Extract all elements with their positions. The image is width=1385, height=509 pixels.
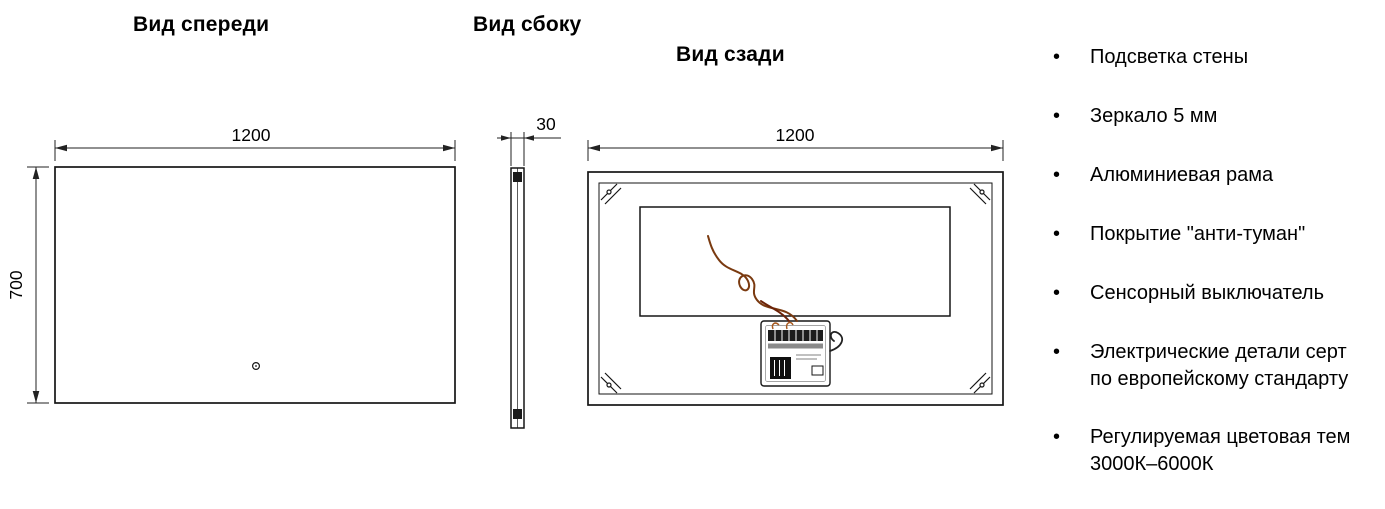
corner-screw-hole: [979, 189, 985, 195]
feature-line: по европейскому стандарту: [1090, 368, 1349, 390]
front-height-dimension-label: 700: [6, 270, 26, 299]
junction-box-inner-edge: [765, 325, 826, 382]
side-depth-dimension-label: 30: [536, 114, 556, 134]
bullet-icon: •: [1053, 426, 1061, 448]
bullet-icon: •: [1053, 105, 1061, 127]
feature-line: Регулируемая цветовая тем: [1090, 426, 1351, 448]
corner-mount-marks: [600, 183, 991, 394]
dimension-arrow: [55, 144, 67, 152]
led-panel: [639, 206, 951, 317]
bullet-icon: •: [1053, 282, 1061, 304]
junction-box: [760, 320, 831, 387]
feature-text: Электрические детали серт по европейском…: [1090, 339, 1348, 393]
terminal-jumper-wires: [771, 321, 794, 330]
terminal-dividers: [774, 330, 818, 341]
feature-line: Электрические детали серт: [1090, 341, 1347, 363]
side-view-title: Вид сбоку: [473, 13, 582, 36]
led-driver: [770, 357, 791, 379]
feature-text: Алюминиевая рама: [1090, 162, 1273, 189]
feature-text: Подсветка стены: [1090, 44, 1248, 71]
feature-item: • Подсветка стены: [1040, 44, 1248, 71]
dimension-extension-lines: [27, 166, 49, 404]
dimension-arrow: [524, 135, 534, 141]
power-wire-red: [760, 300, 790, 322]
label-text-lines: [796, 354, 821, 360]
dimension-arrow: [991, 144, 1003, 152]
aluminum-frame-inner-edge: [598, 182, 993, 395]
feature-line: Алюминиевая рама: [1090, 164, 1274, 186]
bullet-icon: •: [1053, 46, 1061, 68]
sensor-wire-black: [829, 331, 844, 352]
bullet-icon: •: [1053, 341, 1061, 363]
bullet-icon: •: [1053, 223, 1061, 245]
back-view: 1200: [587, 125, 1004, 406]
feature-text: Зеркало 5 мм: [1090, 103, 1217, 130]
bottom-mount-bracket: [513, 409, 522, 419]
feature-item: • Алюминиевая рама: [1040, 162, 1273, 189]
feature-line: Сенсорный выключатель: [1090, 282, 1325, 304]
power-wire-brown: [707, 235, 798, 322]
feature-line: 3000К–6000К: [1090, 453, 1214, 475]
dimension-arrow: [32, 167, 40, 179]
feature-text: Сенсорный выключатель: [1090, 280, 1324, 307]
feature-line: Подсветка стены: [1090, 46, 1249, 68]
feature-line: Покрытие "анти-туман": [1090, 223, 1306, 245]
feature-item: • Электрические детали серт по европейск…: [1040, 339, 1348, 393]
dimension-arrow: [588, 144, 600, 152]
feature-list: • Подсветка стены • Зеркало 5 мм • Алюми…: [1040, 0, 1385, 509]
corner-screw-hole: [979, 382, 985, 388]
feature-item: • Зеркало 5 мм: [1040, 103, 1217, 130]
front-width-dimension-label: 1200: [232, 125, 271, 145]
dimension-arrow: [443, 144, 455, 152]
bullet-icon: •: [1053, 164, 1061, 186]
feature-line: Зеркало 5 мм: [1090, 105, 1218, 127]
back-width-dimension-label: 1200: [776, 125, 815, 145]
dimension-extension-lines: [587, 140, 1004, 161]
led-driver-stripes: [774, 360, 785, 376]
front-view: 1200 700: [6, 125, 456, 404]
corner-screw-hole: [606, 382, 612, 388]
front-view-title: Вид спереди: [133, 13, 270, 36]
back-view-title: Вид сзади: [676, 43, 785, 66]
top-mount-bracket: [513, 172, 522, 182]
corner-screw-hole: [606, 189, 612, 195]
dimension-arrow: [32, 391, 40, 403]
technical-drawing: 1200 700 30 12: [6, 114, 1004, 429]
dimension-extension-lines: [54, 140, 456, 161]
dimension-arrow: [501, 135, 511, 141]
dimension-extension-lines: [510, 132, 525, 166]
feature-item: • Покрытие "анти-туман": [1040, 221, 1305, 248]
feature-text: Регулируемая цветовая тем 3000К–6000К: [1090, 424, 1350, 478]
feature-text: Покрытие "анти-туман": [1090, 221, 1305, 248]
side-view: 30: [497, 114, 561, 429]
terminal-strip-lower: [768, 343, 823, 349]
feature-item: • Сенсорный выключатель: [1040, 280, 1324, 307]
feature-item: • Регулируемая цветовая тем 3000К–6000К: [1040, 424, 1350, 478]
touch-sensor-dot: [255, 365, 257, 367]
cable-clamp: [811, 365, 824, 376]
